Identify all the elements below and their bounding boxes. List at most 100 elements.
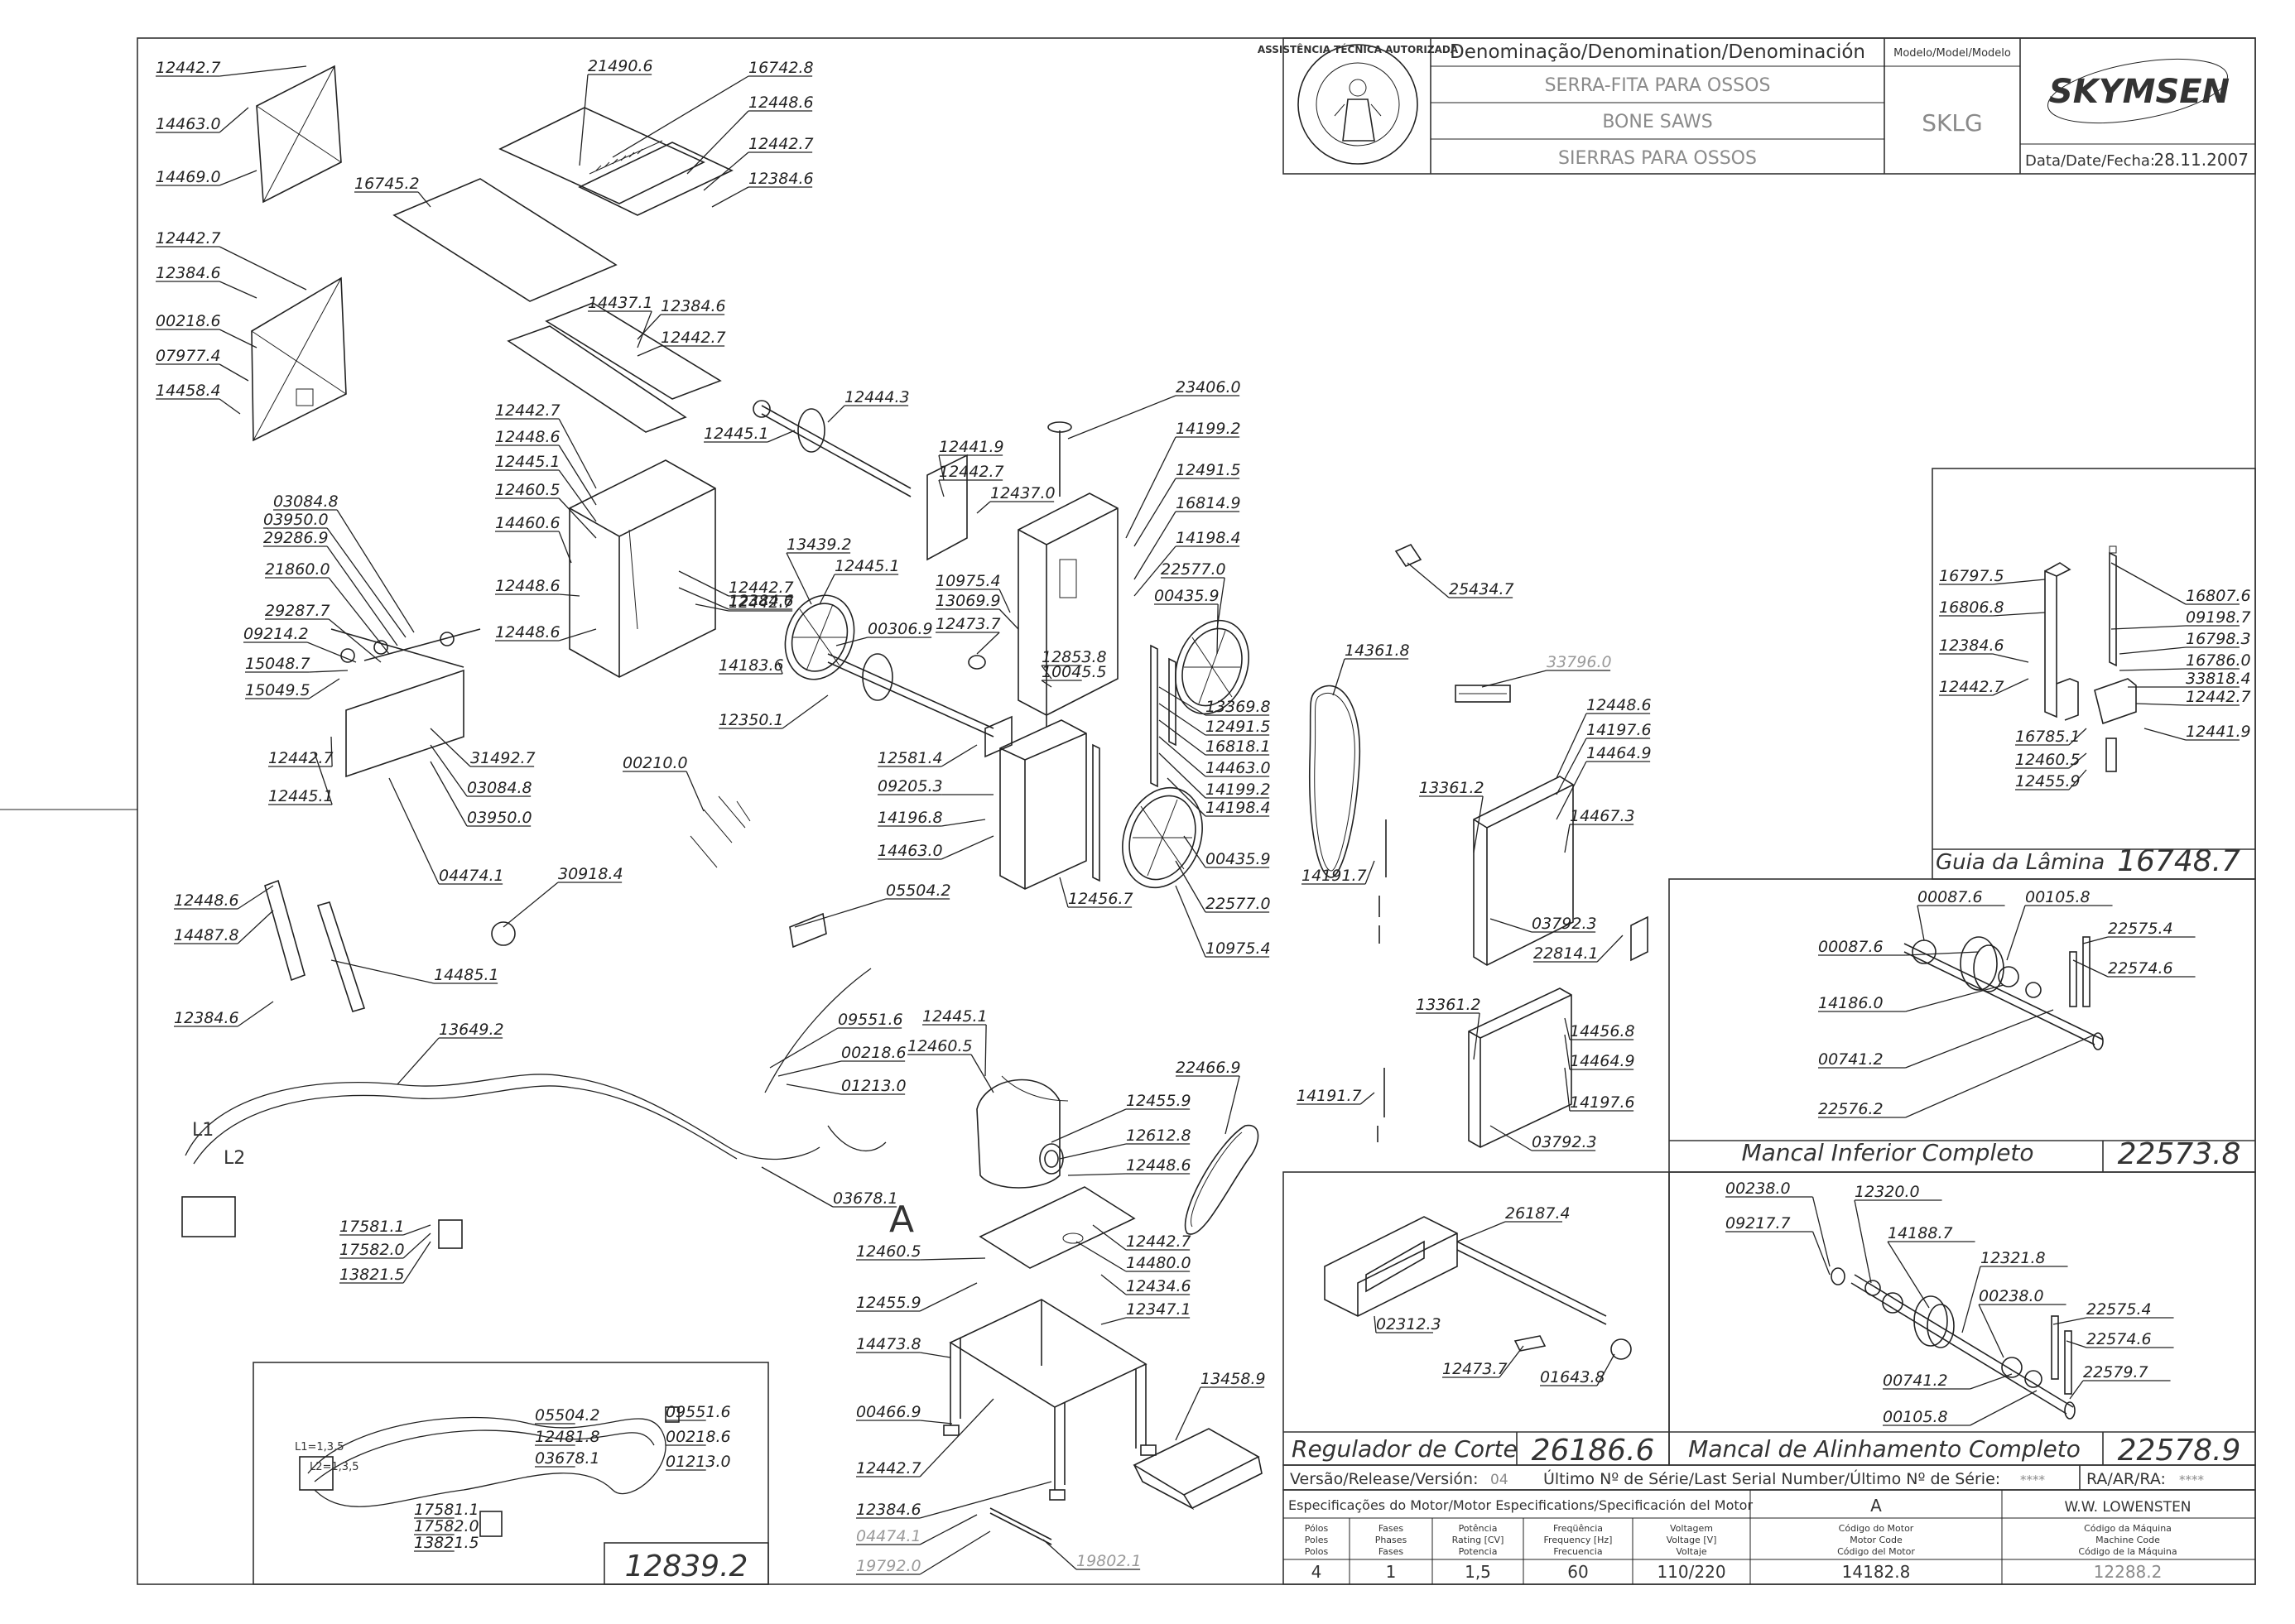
part-callout: 04474.1 (856, 1527, 921, 1545)
part-callout: 12455.9 (1126, 1092, 1191, 1110)
callout-leader (1364, 860, 1375, 885)
part-callout: 22577.0 (1205, 895, 1271, 913)
authorized-service-seal: ASSISTÊNCIA TÉCNICA AUTORIZADA (1258, 43, 1459, 165)
callout-leader (786, 1083, 842, 1095)
part-callout: 12384.6 (156, 264, 221, 282)
part-callout: 12384.6 (661, 297, 726, 315)
callout-leader (1961, 1266, 1981, 1333)
part-callout: 00218.6 (156, 312, 221, 330)
part-callout: 12445.1 (835, 557, 900, 575)
callout-leader (558, 497, 597, 539)
callout-leader (1158, 703, 1206, 736)
callout-leader (920, 1352, 951, 1358)
part-callout: 12442.7 (661, 329, 726, 347)
callout-leader (1905, 1034, 2095, 1118)
brand-name: SKYMSEN (2049, 73, 2230, 111)
release-row: Versão/Release/Versión: 04 Último Nº de … (1282, 1464, 2256, 1491)
callout-leader (1992, 653, 2029, 663)
part-callout: 14463.0 (878, 842, 943, 860)
callout-leader (2068, 769, 2087, 790)
callout-leader (2110, 625, 2187, 630)
part-callout: 21860.0 (265, 560, 330, 579)
part-callout: 14183.6 (719, 656, 784, 675)
callout-leader (919, 1282, 978, 1312)
callout-leader (1499, 1345, 1524, 1378)
drawing-border (137, 37, 2256, 1585)
part-callout: 29286.9 (263, 529, 329, 547)
part-callout: 12384.6 (729, 592, 794, 610)
part-callout: 12441.9 (2186, 723, 2251, 741)
callout-leader (938, 454, 945, 481)
part-callout: 12473.7 (1442, 1360, 1508, 1378)
section-code-mancal-inferior: 22573.8 (2118, 1137, 2241, 1171)
section-code-mancal-alinhamento: 22578.9 (2118, 1434, 2241, 1468)
part-callout: 00435.9 (1205, 850, 1271, 868)
part-callout: 14467.3 (1570, 807, 1635, 825)
part-callout: 14191.7 (1301, 867, 1367, 885)
part-callout: 12456.7 (1068, 890, 1133, 908)
part-callout: 12384.6 (856, 1501, 921, 1519)
callout-leader (1100, 1274, 1127, 1295)
callout-leader (1564, 1034, 1571, 1070)
callout-leader (417, 191, 431, 208)
callout-leader (2052, 1317, 2087, 1325)
callout-leader (941, 819, 986, 827)
callout-leader (558, 444, 597, 506)
part-callout: 12437.0 (990, 484, 1056, 502)
part-callout: 25434.7 (1449, 580, 1514, 598)
callout-leader (219, 65, 307, 77)
part-callout: 00435.9 (1154, 587, 1220, 605)
part-callout: 03084.8 (273, 492, 339, 511)
callout-leader (1887, 1241, 1930, 1309)
motor-spec-col-a: A (1870, 1496, 1882, 1516)
part-callout: 17581.1 (339, 1218, 405, 1236)
part-callout: 12445.1 (922, 1007, 988, 1026)
callout-leader (2119, 646, 2187, 655)
part-callout: 12581.4 (878, 749, 943, 767)
spec-head-en: Phases (1375, 1535, 1407, 1545)
date-label: Data/Date/Fecha: (2025, 152, 2155, 170)
callout-leader (1059, 877, 1069, 908)
callout-leader (919, 1481, 1052, 1519)
spec-head-es: Frecuencia (1553, 1546, 1602, 1557)
part-callout: 14485.1 (434, 966, 499, 984)
part-callout: 14480.0 (1126, 1254, 1191, 1272)
part-callout: 12448.6 (1586, 696, 1652, 714)
callout-leader (767, 430, 796, 443)
callout-leader (1175, 885, 1206, 958)
callout-leader (686, 771, 705, 812)
part-callout: 14197.6 (1586, 721, 1652, 739)
part-callout: 00087.6 (1917, 888, 1983, 906)
callout-leader (984, 1024, 987, 1077)
callout-leader (308, 678, 340, 699)
part-callout: 14199.2 (1176, 420, 1241, 438)
callout-leader (1473, 795, 1484, 853)
callout-leader (336, 509, 415, 633)
callout-leader (1596, 1353, 1615, 1386)
callout-leader (388, 777, 440, 885)
part-callout: 12448.6 (1126, 1156, 1191, 1175)
callout-leader (219, 246, 307, 291)
callout-leader (819, 574, 835, 605)
part-callout: 03084.8 (467, 779, 532, 797)
spec-head-es: Potencia (1459, 1546, 1498, 1557)
part-callout: 14463.0 (1205, 759, 1271, 777)
part-callout: 12434.6 (1126, 1277, 1191, 1295)
callout-leader (558, 418, 597, 489)
part-callout: 31492.7 (470, 749, 536, 767)
callout-leader (1564, 1017, 1571, 1040)
spec-head-en: Rating [CV] (1452, 1535, 1504, 1545)
callout-leader (330, 736, 333, 767)
spec-value: 4 (1311, 1562, 1322, 1582)
callout-leader (1407, 562, 1450, 598)
callout-leader (326, 527, 407, 638)
spec-head-pt: Código do Motor (1839, 1523, 1914, 1534)
part-callout: 09214.2 (243, 625, 309, 643)
spec-value: 12288.2 (2094, 1562, 2163, 1582)
callout-leader (786, 552, 812, 605)
callout-leader (579, 74, 589, 166)
callout-leader (1216, 603, 1219, 655)
part-callout: 12347.1 (1126, 1300, 1191, 1319)
callout-leader (1811, 1231, 1831, 1276)
part-callout: 14191.7 (1297, 1087, 1362, 1105)
